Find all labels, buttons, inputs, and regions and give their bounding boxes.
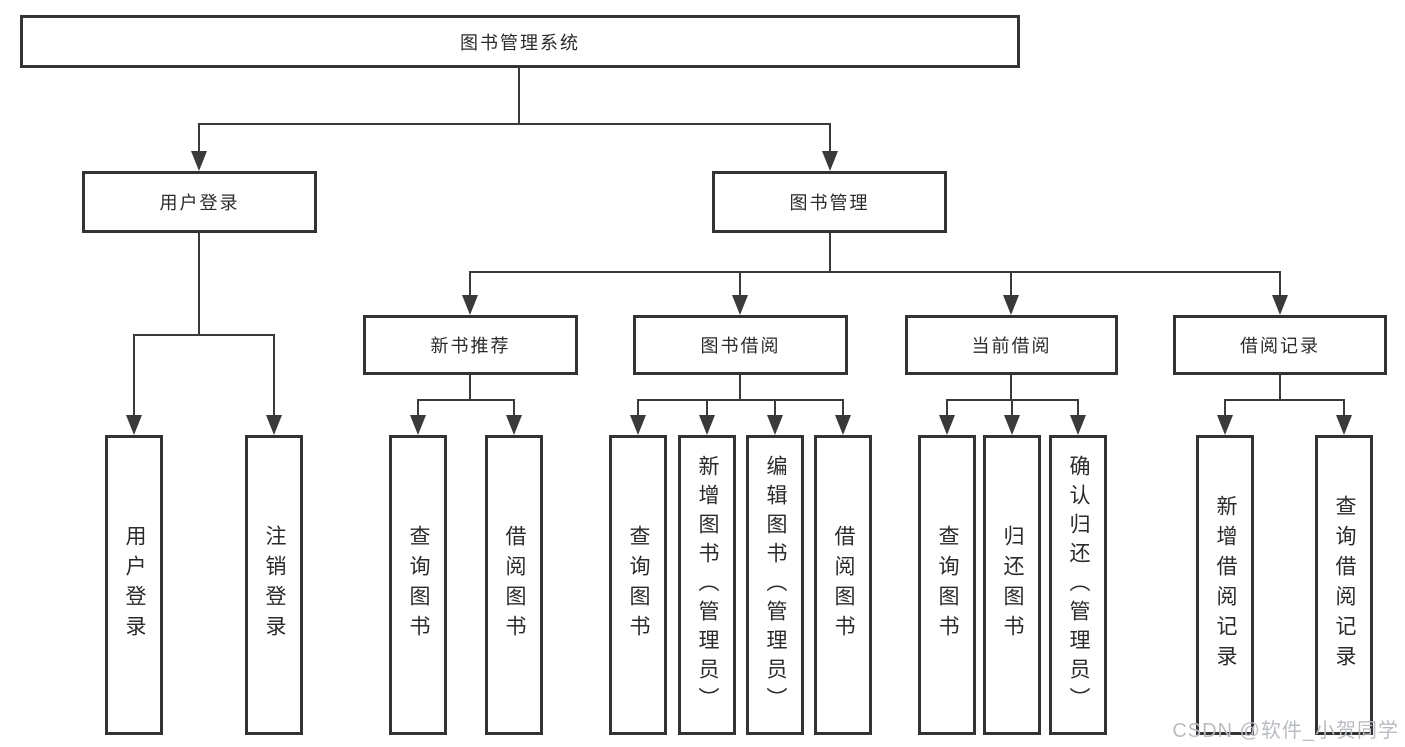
arrowhead-down-icon: [191, 151, 207, 171]
connector-line: [469, 375, 471, 401]
connector-line: [1077, 399, 1079, 417]
connector-line: [706, 399, 708, 417]
arrowhead-down-icon: [266, 415, 282, 435]
node-root: 图书管理系统: [20, 15, 1020, 68]
leaf-add-books-admin: 新增图书（管理员）: [678, 435, 736, 735]
arrowhead-down-icon: [1272, 295, 1288, 315]
leaf-edit-books-admin: 编辑图书（管理员）: [746, 435, 804, 735]
leaf-borrow-query-books: 查询图书: [609, 435, 667, 735]
leaf-logout: 注销登录: [245, 435, 303, 735]
connector-line: [198, 123, 200, 153]
arrowhead-down-icon: [506, 415, 522, 435]
leaf-return-books: 归还图书: [983, 435, 1041, 735]
arrowhead-down-icon: [1336, 415, 1352, 435]
arrowhead-down-icon: [462, 295, 478, 315]
connector-line: [1343, 399, 1345, 417]
node-book-borrow: 图书借阅: [633, 315, 848, 375]
connector-line: [417, 399, 515, 401]
connector-line: [842, 399, 844, 417]
connector-line: [469, 271, 1281, 273]
node-borrow-records: 借阅记录: [1173, 315, 1387, 375]
leaf-confirm-return-admin: 确认归还（管理员）: [1049, 435, 1107, 735]
connector-line: [946, 399, 948, 417]
connector-line: [739, 271, 741, 297]
arrowhead-down-icon: [732, 295, 748, 315]
connector-line: [637, 399, 639, 417]
connector-line: [133, 334, 275, 336]
connector-line: [518, 68, 520, 125]
arrowhead-down-icon: [939, 415, 955, 435]
connector-line: [1010, 271, 1012, 297]
connector-line: [637, 399, 844, 401]
arrowhead-down-icon: [630, 415, 646, 435]
arrowhead-down-icon: [1070, 415, 1086, 435]
connector-line: [1010, 375, 1012, 401]
arrowhead-down-icon: [822, 151, 838, 171]
connector-line: [829, 123, 831, 153]
leaf-query-borrow-record: 查询借阅记录: [1315, 435, 1373, 735]
connector-line: [829, 233, 831, 273]
leaf-current-query-books: 查询图书: [918, 435, 976, 735]
connector-line: [513, 399, 515, 417]
leaf-add-borrow-record: 新增借阅记录: [1196, 435, 1254, 735]
leaf-borrow-books: 借阅图书: [814, 435, 872, 735]
connector-line: [1279, 375, 1281, 401]
arrowhead-down-icon: [410, 415, 426, 435]
connector-line: [1224, 399, 1345, 401]
leaf-recommend-query-books: 查询图书: [389, 435, 447, 735]
arrowhead-down-icon: [1217, 415, 1233, 435]
connector-line: [1011, 399, 1013, 417]
connector-line: [1224, 399, 1226, 417]
connector-line: [198, 233, 200, 336]
arrowhead-down-icon: [1003, 295, 1019, 315]
node-new-book-recommend: 新书推荐: [363, 315, 578, 375]
node-current-borrow: 当前借阅: [905, 315, 1118, 375]
connector-line: [273, 334, 275, 417]
csdn-watermark: CSDN @软件_小贺同学: [1172, 720, 1399, 742]
connector-line: [417, 399, 419, 417]
node-user-login: 用户登录: [82, 171, 317, 233]
leaf-recommend-borrow-books: 借阅图书: [485, 435, 543, 735]
arrowhead-down-icon: [126, 415, 142, 435]
arrowhead-down-icon: [767, 415, 783, 435]
node-book-management: 图书管理: [712, 171, 947, 233]
leaf-user-login: 用户登录: [105, 435, 163, 735]
connector-line: [198, 123, 831, 125]
connector-line: [774, 399, 776, 417]
connector-line: [133, 334, 135, 417]
connector-line: [469, 271, 471, 297]
arrowhead-down-icon: [699, 415, 715, 435]
arrowhead-down-icon: [835, 415, 851, 435]
connector-line: [1279, 271, 1281, 297]
arrowhead-down-icon: [1004, 415, 1020, 435]
connector-line: [739, 375, 741, 401]
